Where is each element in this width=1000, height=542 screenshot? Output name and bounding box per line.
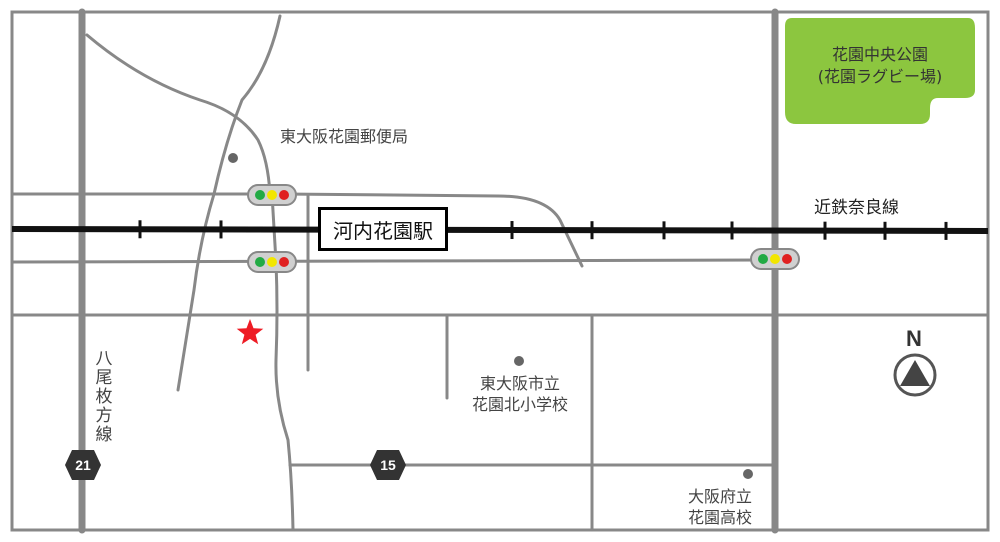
traffic-signal-2 — [247, 251, 297, 273]
railway-line — [11, 220, 989, 240]
station-name: 河内花園駅 — [333, 218, 433, 243]
railway-label: 近鉄奈良線 — [814, 198, 899, 218]
road-west-curve — [176, 14, 282, 392]
park-area — [785, 18, 975, 124]
traffic-signal-1 — [247, 184, 297, 206]
road-center — [270, 192, 295, 532]
park-subname: (花園ラグビー場) — [817, 67, 943, 86]
route-21-hexagon — [65, 450, 101, 480]
road-south-of-rail — [10, 258, 777, 264]
high-school-dot — [743, 469, 753, 479]
post-office-dot — [228, 153, 238, 163]
road-north-curve — [496, 194, 584, 268]
high-school-label: 大阪府立 花園高校 — [687, 487, 752, 527]
road-name-label: 八 尾 枚 方 線 — [95, 349, 113, 445]
route-21-badge: 21 — [75, 457, 91, 473]
elementary-school-label: 東大阪市立 花園北小学校 — [471, 374, 568, 414]
roads — [10, 8, 990, 534]
post-office-label: 東大阪花園郵便局 — [280, 127, 409, 146]
park-name: 花園中央公園 — [831, 45, 928, 64]
traffic-signal-3 — [750, 248, 800, 270]
north-label: N — [906, 326, 922, 351]
station-label: 河内花園駅 — [318, 207, 448, 251]
route-15-badge: 15 — [380, 457, 396, 473]
elementary-school-dot — [514, 356, 524, 366]
north-arrow-icon — [893, 353, 937, 397]
road-diag-nw — [85, 33, 272, 196]
road-north-east — [280, 192, 500, 198]
route-15-hexagon — [370, 450, 406, 480]
location-star-marker — [236, 319, 264, 345]
park-label: 花園中央公園 (花園ラグビー場) — [800, 44, 960, 88]
